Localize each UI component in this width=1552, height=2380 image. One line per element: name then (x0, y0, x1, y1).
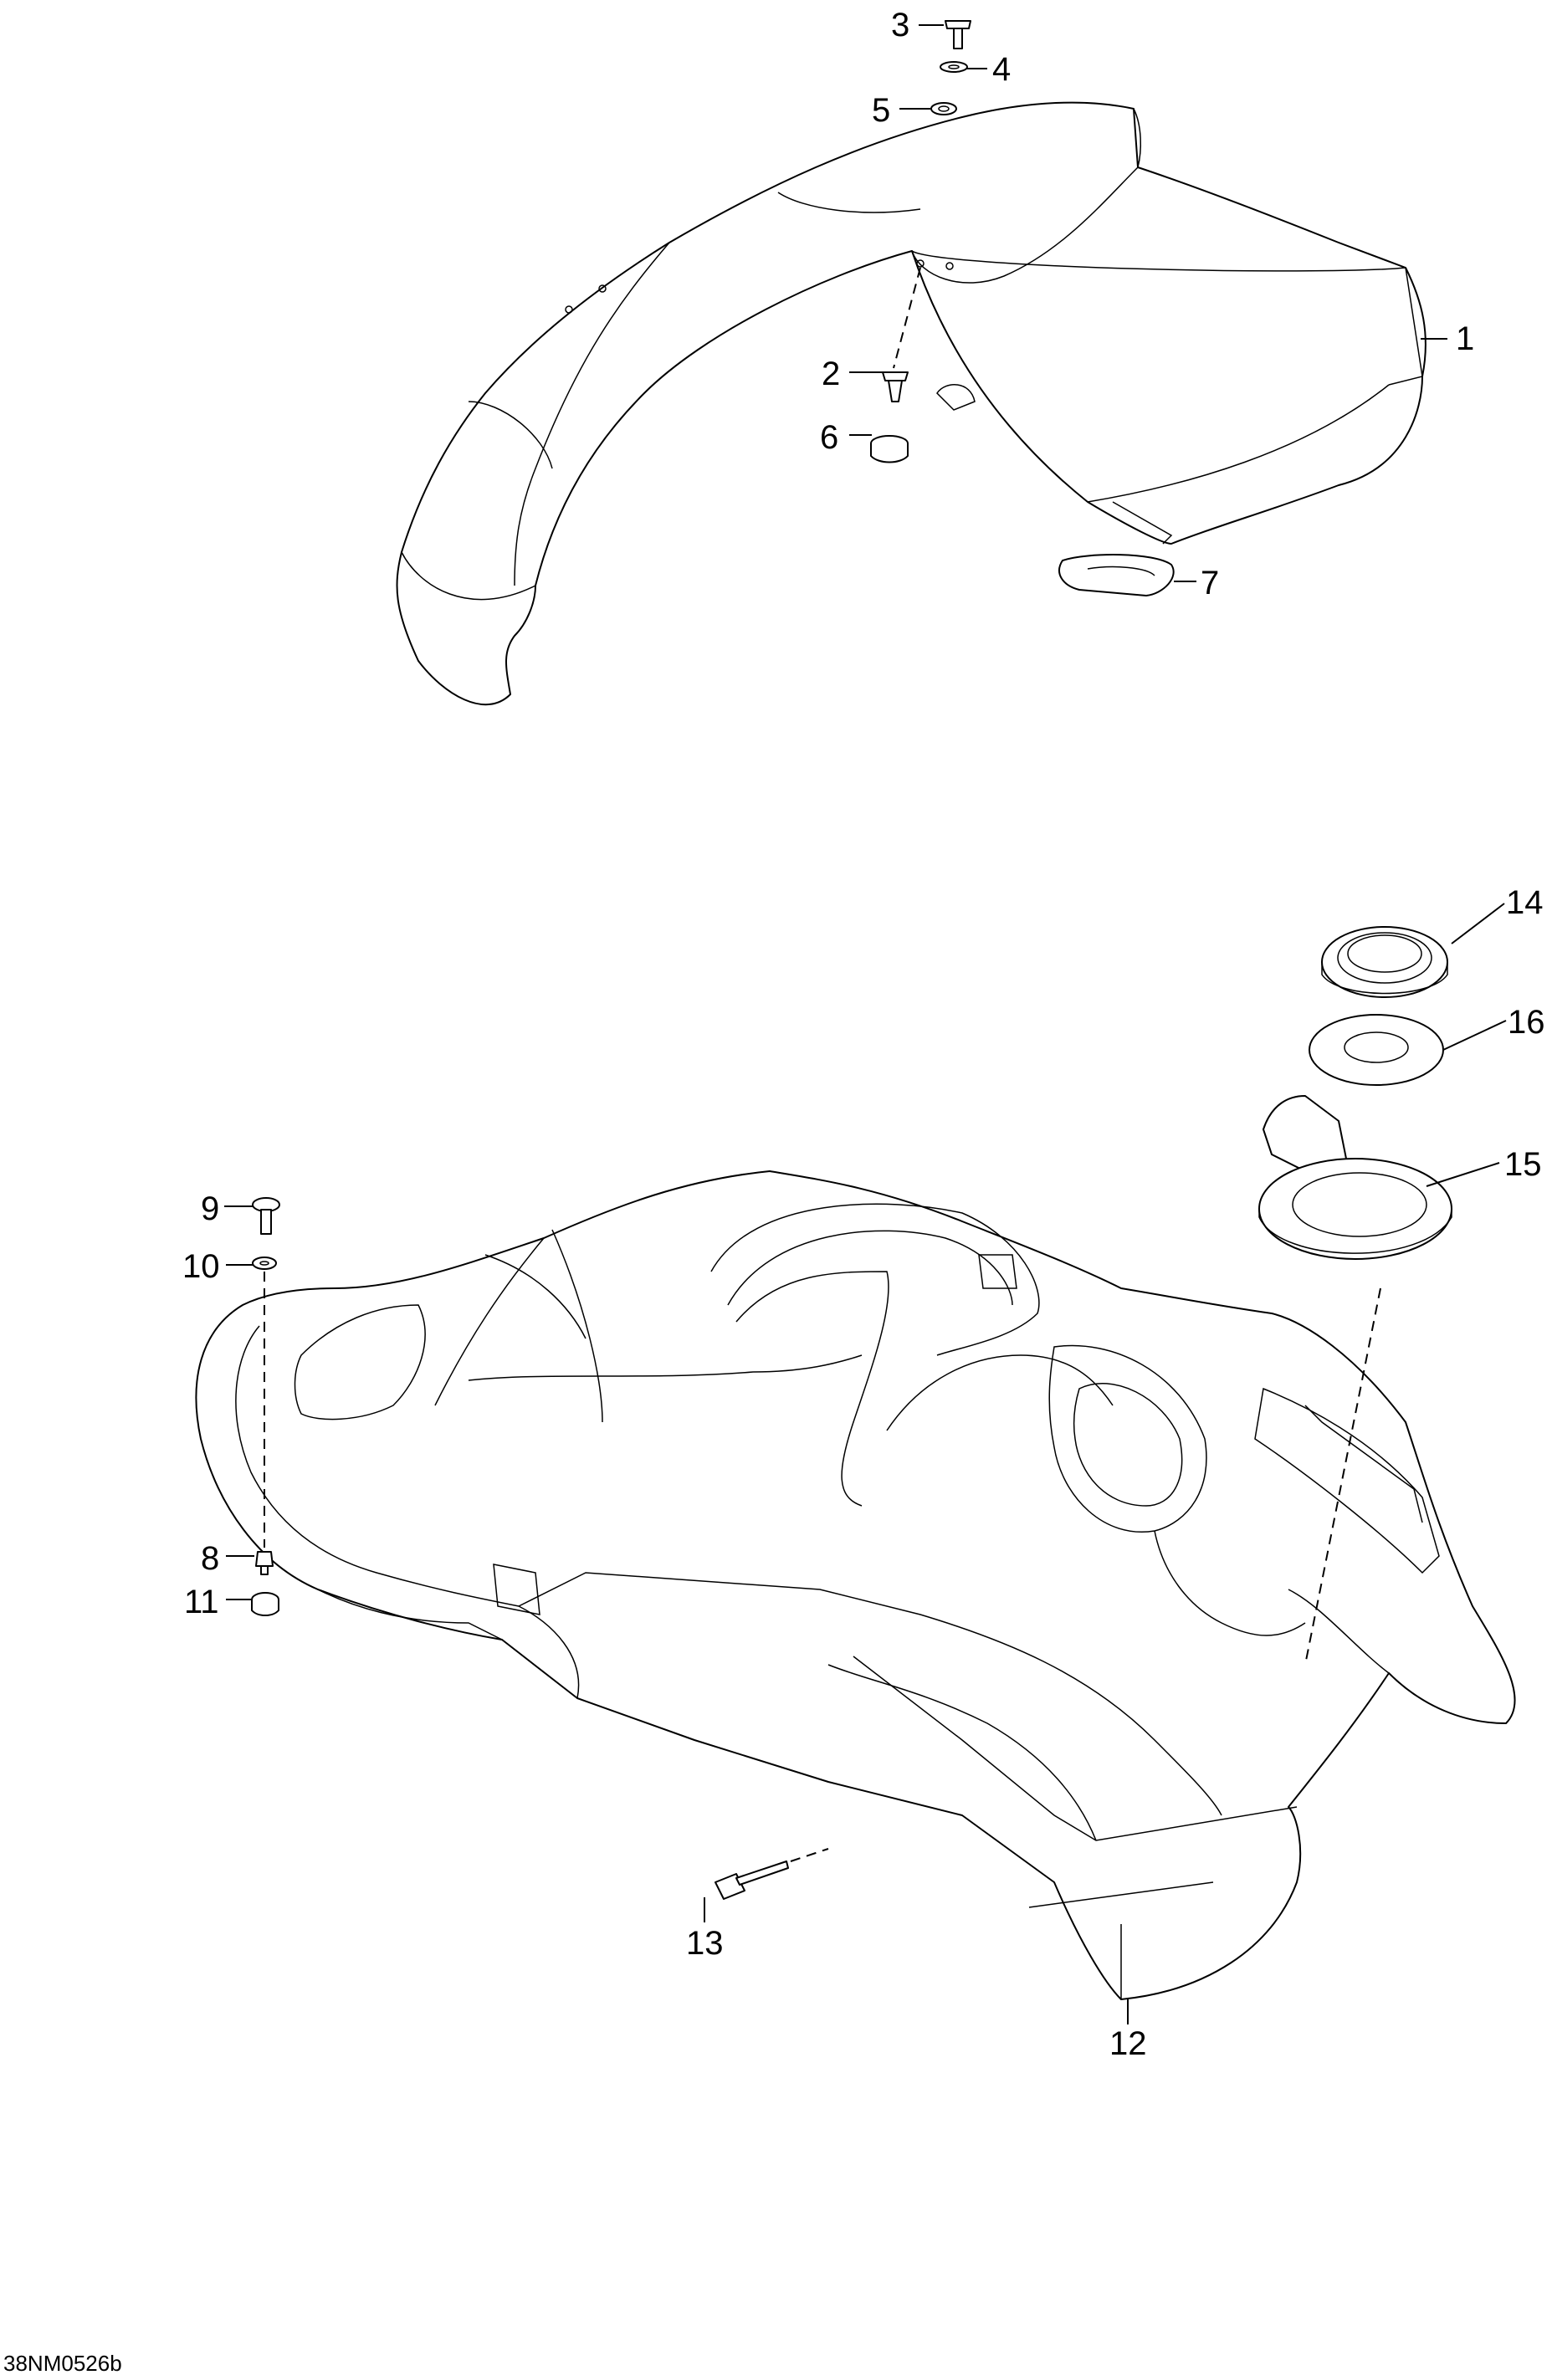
front-cover-part (396, 101, 1427, 706)
callout-12: 12 (1109, 2025, 1147, 2062)
callout-14: 14 (1506, 884, 1544, 921)
cap-nut-part-14 (1321, 926, 1448, 998)
callout-11: 11 (184, 1584, 219, 1620)
callout-4: 4 (992, 51, 1011, 88)
screw-part-13 (715, 1860, 789, 1900)
drawing-code: 38NM0526b (3, 2351, 122, 2376)
callout-leaders (224, 24, 1507, 2024)
washer-part-10 (252, 1257, 277, 1270)
rivet-part-2 (882, 371, 909, 402)
console-part (195, 1170, 1516, 2000)
screw-part-9 (252, 1197, 280, 1235)
clip-part-7 (1058, 554, 1175, 596)
callout-5: 5 (872, 92, 890, 129)
callout-7: 7 (1201, 565, 1219, 601)
assembly-axis-screw (790, 1848, 829, 1862)
grommet-part-11 (251, 1592, 279, 1616)
callout-16: 16 (1508, 1004, 1545, 1041)
callout-15: 15 (1504, 1146, 1542, 1183)
callout-3: 3 (891, 7, 909, 44)
assembly-axis-upper (893, 267, 921, 369)
callout-10: 10 (182, 1248, 220, 1285)
washer-part-4 (940, 61, 968, 73)
bracket-plate-part-15 (1258, 1095, 1452, 1260)
callout-1: 1 (1456, 320, 1474, 357)
callout-8: 8 (201, 1540, 219, 1577)
grommet-part-6 (870, 435, 909, 463)
callout-6: 6 (820, 419, 838, 456)
callout-2: 2 (822, 356, 840, 392)
nut-part-8 (255, 1551, 274, 1575)
callout-13: 13 (686, 1925, 724, 1962)
callout-9: 9 (201, 1190, 219, 1227)
assembly-axis-right (1304, 1287, 1381, 1666)
screw-part-3 (945, 20, 971, 49)
washer-part-5 (930, 102, 957, 115)
seal-ring-part-16 (1309, 1014, 1444, 1086)
